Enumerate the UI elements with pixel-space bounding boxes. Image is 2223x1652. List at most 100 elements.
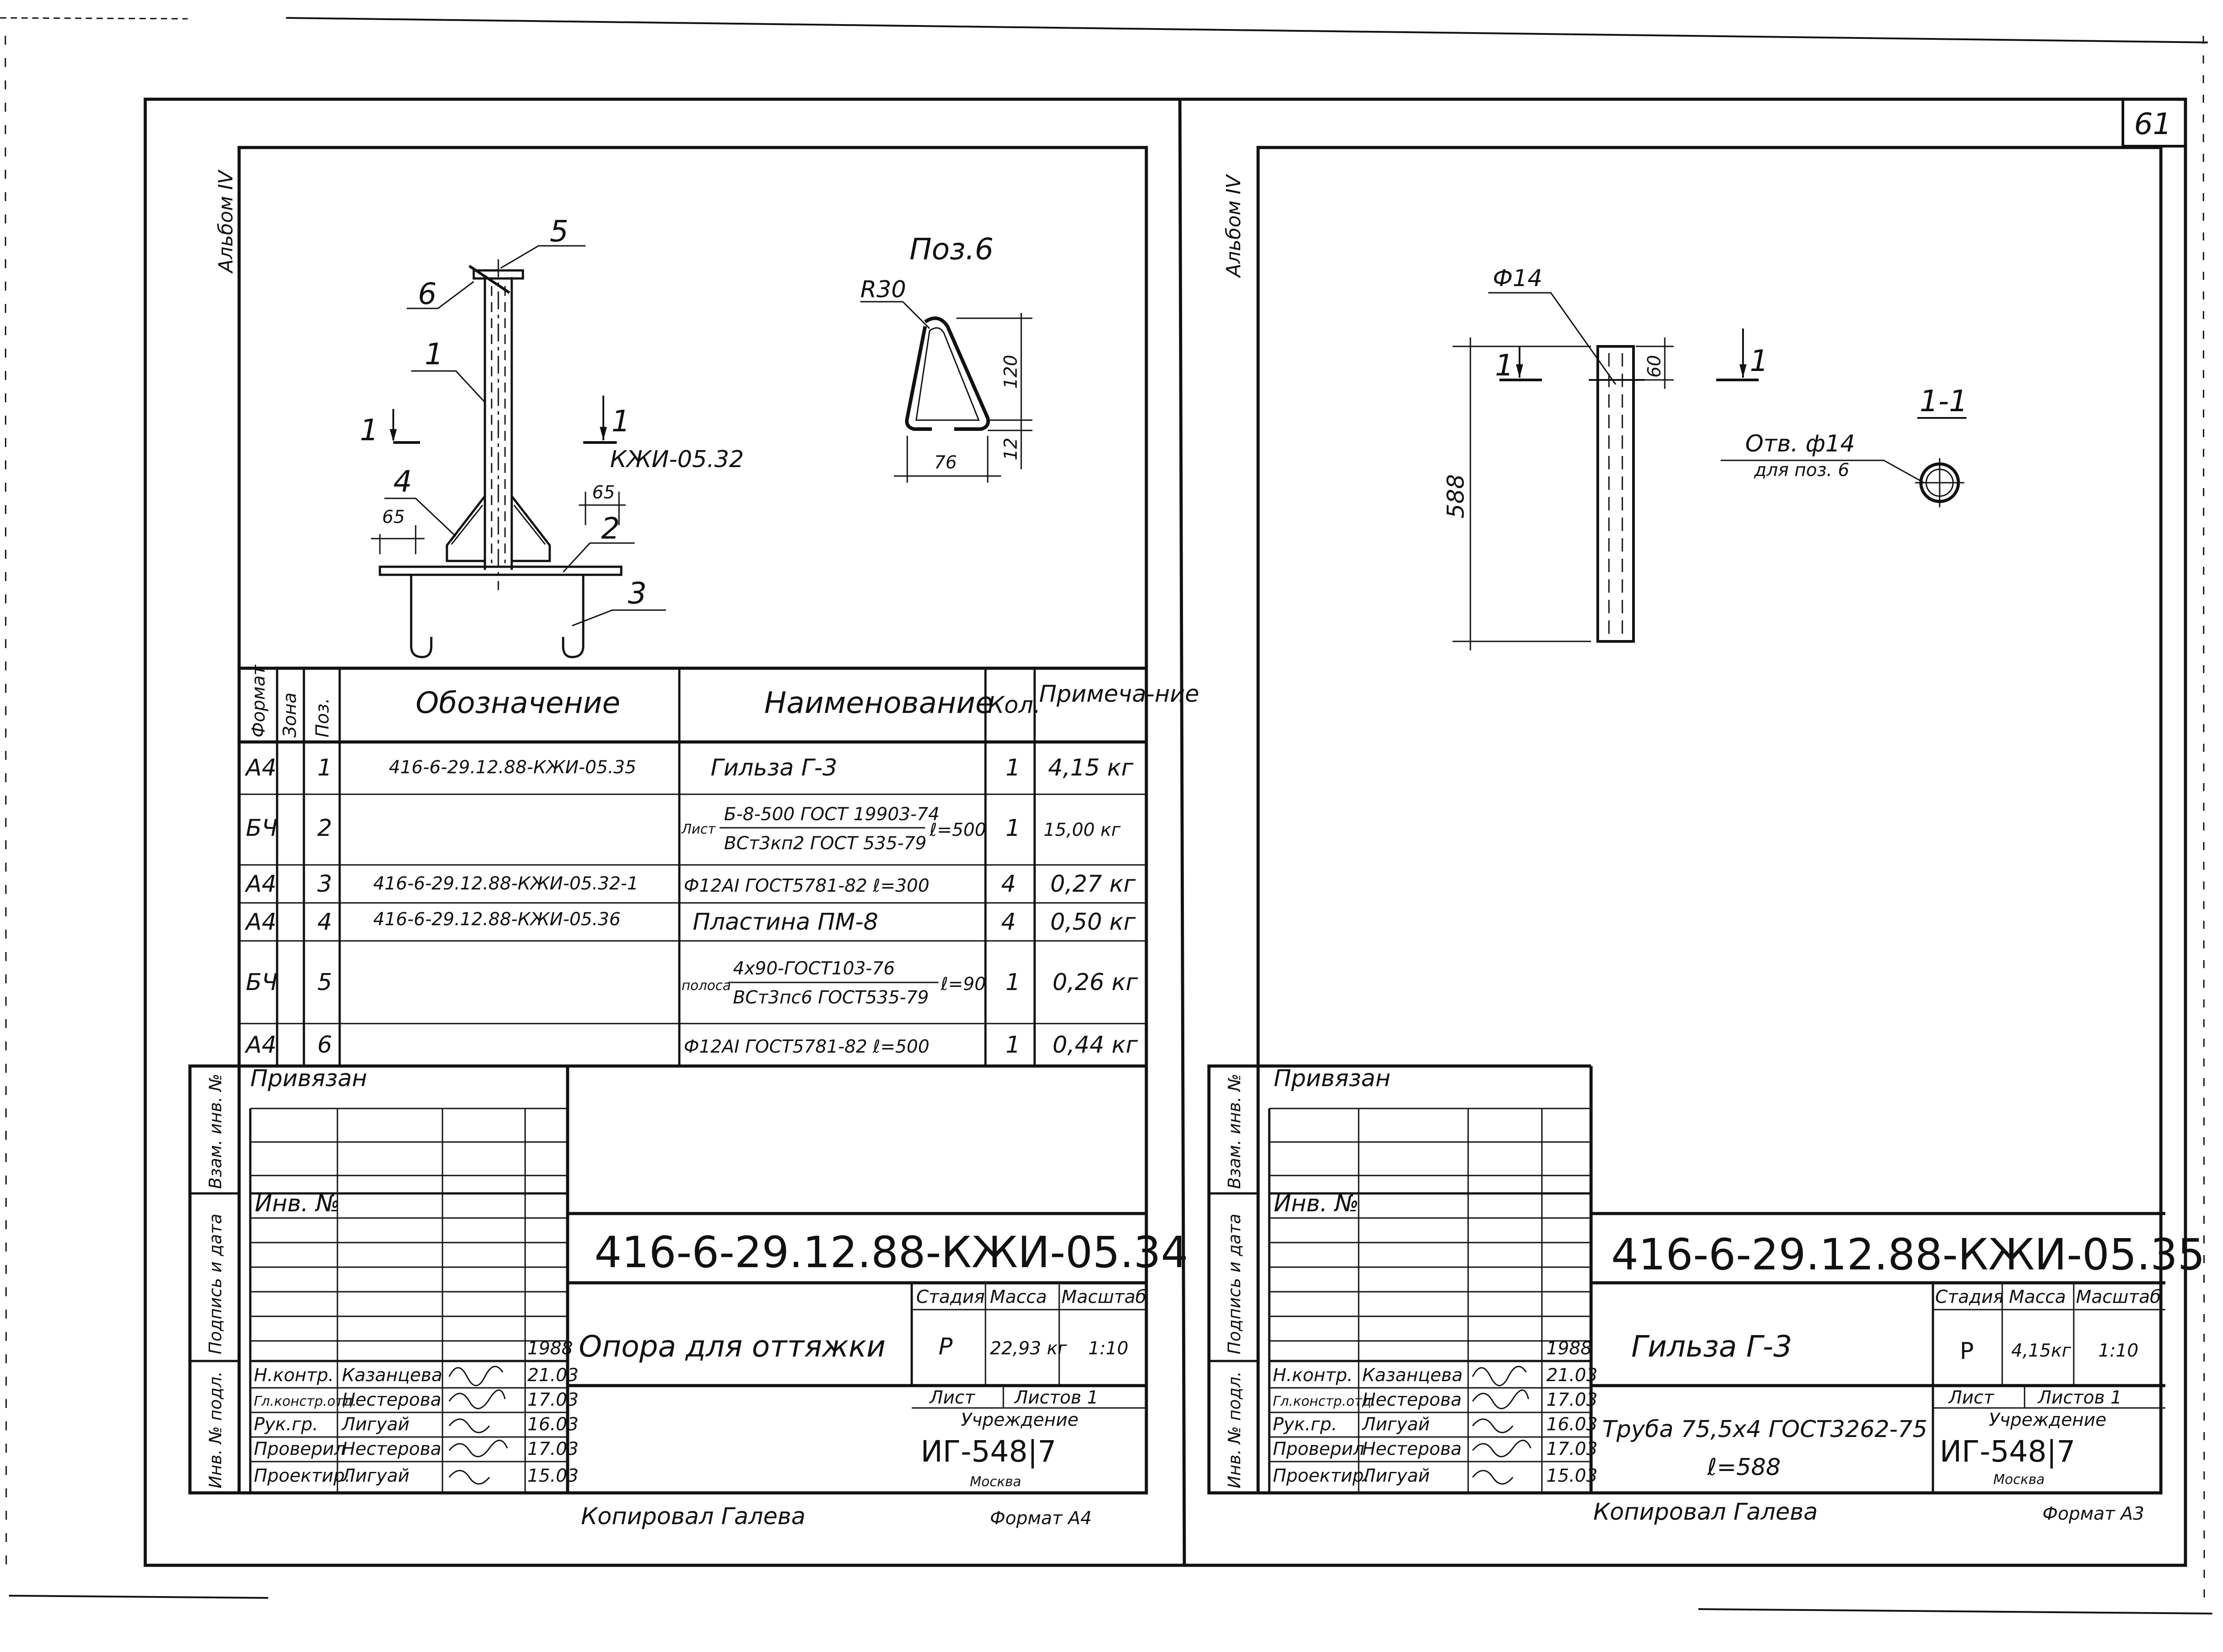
section-mark-right: 1: [611, 404, 630, 438]
spec-header-pos: Поз.: [312, 698, 333, 738]
spec-row-name: Ф12АI ГОСТ5781-82 ℓ=500: [684, 1037, 930, 1057]
section-title: 1-1: [1920, 384, 1968, 418]
mass-label: Масса: [2009, 1287, 2066, 1307]
spec-row-name-top: 4x90-ГОСТ103-76: [733, 958, 895, 979]
spec-row-format: БЧ: [246, 815, 278, 842]
leader-label-4: 4: [393, 464, 412, 499]
stamp-name: Лигуай: [1361, 1414, 1430, 1435]
right-part-drawing: Ф14 60 588 1 1 1-1: [1443, 265, 1968, 650]
spec-row-pos: 4: [317, 909, 332, 936]
section-mark-left: 1: [360, 413, 379, 447]
dim-65-right: 65: [592, 482, 615, 503]
stamp-name: Нестерова: [1362, 1390, 1462, 1410]
material-line: Труба 75,5x4 ГОСТ3262-75: [1602, 1416, 1927, 1443]
stage-value: Р: [939, 1333, 953, 1360]
copied-by: Копировал Галева: [581, 1503, 805, 1530]
reference-code: КЖИ-05.32: [610, 446, 744, 473]
stage-label: Стадия: [1935, 1287, 2004, 1307]
spec-row-format: А4: [244, 1032, 277, 1058]
spec-row-note: 0,26 кг: [1053, 969, 1138, 996]
spec-row-format: БЧ: [246, 969, 278, 996]
stamp-role: Гл.констр.отд.: [254, 1394, 357, 1409]
spec-row-name-top: Б-8-500 ГОСТ 19903-74: [724, 804, 939, 825]
signature-scribble: [448, 1440, 508, 1458]
scale-label: Масштаб: [1061, 1287, 1146, 1307]
spec-row-name: Ф12АI ГОСТ5781-82 ℓ=300: [684, 876, 930, 896]
stamp-role: Проектир.: [254, 1466, 350, 1486]
stamp-name: Лигуай: [1361, 1466, 1430, 1486]
stamp-date: 15.03: [527, 1466, 579, 1486]
side-label-signature: Подпись и дата: [1225, 1214, 1244, 1354]
spec-row-name-bottom: ВСт3кп2 ГОСТ 535-79: [724, 833, 926, 854]
spec-row-pos: 2: [317, 815, 332, 842]
mass-label: Масса: [990, 1287, 1047, 1307]
org-value: ИГ-548|7: [1940, 1434, 2076, 1469]
spec-row-note: 15,00 кг: [1044, 820, 1121, 840]
left-inner-frame: [237, 146, 1148, 1495]
dim-60: 60: [1644, 355, 1665, 378]
spec-row-qty: 1: [1006, 815, 1020, 842]
spec-row-note: 4,15 кг: [1048, 754, 1134, 781]
leader-label-2: 2: [601, 511, 620, 546]
sheet-number: 61: [2134, 107, 2172, 141]
inv-label: Инв. №: [255, 1190, 340, 1217]
signature-scribble: [1472, 1418, 1514, 1433]
spec-header-zone: Зона: [280, 692, 300, 738]
mass-value: 22,93 кг: [990, 1338, 1067, 1359]
dim-65-left: 65: [382, 507, 405, 527]
spec-row-qty: 1: [1006, 754, 1020, 781]
dim-12: 12: [1001, 438, 1021, 460]
spec-row-name: Пластина ПМ-8: [693, 909, 878, 936]
stamp-date: 16.03: [1546, 1414, 1598, 1435]
leader-label-1: 1: [425, 337, 443, 371]
section-mark-left: 1: [1495, 348, 1514, 383]
spec-row-name-prefix: полоса: [682, 978, 731, 994]
signature-scribble: [448, 1389, 506, 1409]
org-value: ИГ-548|7: [921, 1434, 1057, 1469]
spec-header-name: Наименование: [764, 686, 994, 720]
drawing-code: 416-6-29.12.88-КЖИ-05.35: [1611, 1230, 2205, 1280]
stamp-role: Н.контр.: [1273, 1365, 1353, 1386]
stamp-role: Проектир.: [1273, 1466, 1369, 1486]
leader-label-5: 5: [550, 214, 568, 249]
side-label-signature: Подпись и дата: [206, 1214, 225, 1354]
spec-row-qty: 4: [1001, 909, 1016, 936]
linked-label: Привязан: [250, 1065, 367, 1092]
outer-frame: [143, 97, 2187, 1567]
spec-row-designation: 416-6-29.12.88-КЖИ-05.36: [373, 909, 621, 930]
copied-by: Копировал Галева: [1593, 1499, 1818, 1526]
stamp-year: 1988: [527, 1338, 573, 1359]
left-sheet: Альбом IV 5 6: [188, 146, 1199, 1530]
left-album-label: Альбом IV: [215, 169, 237, 274]
hole-label: Отв. ф14: [1745, 430, 1855, 457]
spec-row-note: 0,44 кг: [1053, 1032, 1138, 1058]
detail-title: Поз.6: [909, 232, 994, 266]
stamp-year: 1988: [1546, 1338, 1592, 1359]
stamp-date: 17.03: [527, 1390, 579, 1410]
material-length: ℓ=588: [1707, 1454, 1781, 1481]
spec-row-pos: 5: [317, 969, 332, 996]
stamp-title: Опора для оттяжки: [579, 1329, 886, 1364]
drawing-code: 416-6-29.12.88-КЖИ-05.34: [594, 1227, 1188, 1277]
stamp-name: Казанцева: [342, 1365, 442, 1386]
stamp-date: 17.03: [527, 1439, 579, 1459]
stamp-name: Нестерова: [342, 1439, 442, 1459]
right-album-label: Альбом IV: [1222, 174, 1245, 278]
scale-value: 1:10: [1088, 1338, 1128, 1359]
spec-row-name-prefix: Лист: [681, 822, 716, 837]
spec-row-name-suffix: ℓ=500: [929, 820, 986, 840]
stage-label: Стадия: [916, 1287, 985, 1307]
dim-120: 120: [1001, 355, 1021, 389]
sheet-label: Лист: [929, 1387, 976, 1408]
detail-pos6: Поз.6 R30 120 12 76: [860, 232, 1032, 483]
spec-row-name-suffix: ℓ=90: [940, 974, 986, 995]
stamp-title: Гильза Г-3: [1631, 1329, 1792, 1364]
spec-row-format: А4: [244, 909, 277, 936]
side-label-vzam: Взам. инв. №: [206, 1074, 225, 1189]
signature-scribble: [448, 1470, 490, 1485]
leader-label-6: 6: [418, 277, 437, 311]
section-mark-right: 1: [1750, 344, 1768, 378]
sheets-label: Листов 1: [1014, 1387, 1099, 1408]
right-title-block: Инв. № подл. Подпись и дата Взам. инв. №…: [1207, 1064, 2205, 1526]
